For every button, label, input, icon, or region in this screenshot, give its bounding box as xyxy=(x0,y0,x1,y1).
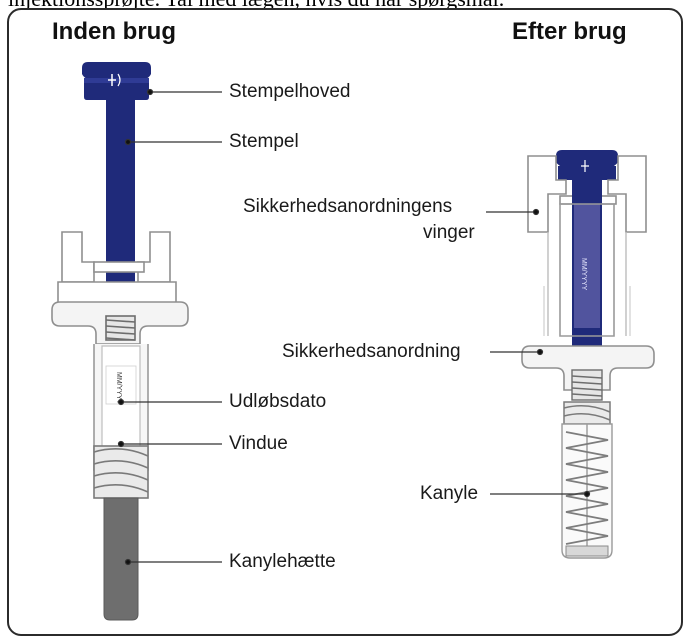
leader-dot-needle xyxy=(585,492,590,497)
label-safety-wings-line2: vinger xyxy=(423,222,475,244)
mm-yyyy-print-right: MM/YYYY xyxy=(580,258,587,291)
label-plunger-head: Stempelhoved xyxy=(229,81,350,103)
label-plunger: Stempel xyxy=(229,131,299,153)
label-safety-wings-line1: Sikkerhedsanordningens xyxy=(243,196,452,218)
plunger-stopper-right xyxy=(572,370,602,400)
plunger-head-left xyxy=(82,62,151,100)
leader-dot-plunger xyxy=(126,140,131,145)
plunger-head-right xyxy=(556,150,618,180)
label-needle: Kanyle xyxy=(420,483,478,505)
syringe-before-use: MM/YYYY xyxy=(52,62,188,620)
label-expiry-date: Udløbsdato xyxy=(229,391,326,413)
leader-dot-expiry-date xyxy=(119,400,124,405)
threaded-base-right xyxy=(564,402,610,424)
needle-cap-left xyxy=(104,498,138,620)
label-needle-cap: Kanylehætte xyxy=(229,551,336,573)
leader-dot-needle-cap xyxy=(126,560,131,565)
label-safety-device: Sikkerhedsanordning xyxy=(282,341,461,363)
plunger-stopper-left xyxy=(106,316,135,340)
leader-dot-safety-wings xyxy=(534,210,539,215)
leader-lines xyxy=(119,90,590,565)
leader-dot-plunger-head xyxy=(148,90,153,95)
leader-dot-safety-device xyxy=(538,350,543,355)
threaded-base-left xyxy=(94,446,148,498)
plunger-rod-left xyxy=(106,98,135,286)
label-window: Vindue xyxy=(229,433,288,455)
leader-dot-window xyxy=(119,442,124,447)
